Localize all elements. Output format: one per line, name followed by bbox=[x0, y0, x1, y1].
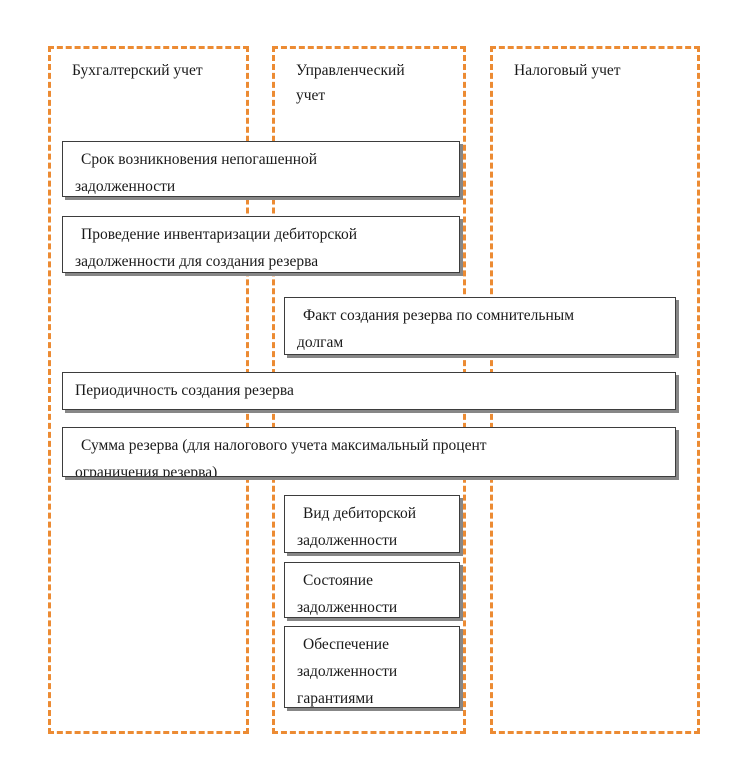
column-label-tax: Налоговый учет bbox=[514, 62, 621, 79]
node-box-summa-rezerva[interactable]: Сумма резерва (для налогового учета макс… bbox=[62, 427, 676, 477]
node-box-sostoyanie-zadolzhennosti[interactable]: Состояние задолженности bbox=[284, 562, 460, 618]
node-label: Срок возникновения непогашенной задолжен… bbox=[75, 151, 318, 195]
node-box-periodichnost-sozdaniya[interactable]: Периодичность создания резерва bbox=[62, 372, 676, 410]
node-label: Вид дебиторской задолженности bbox=[297, 505, 417, 549]
node-label: Сумма резерва (для налогового учета макс… bbox=[75, 437, 487, 477]
node-label: Периодичность создания резерва bbox=[75, 382, 294, 399]
node-box-obespechenie-garantiyami[interactable]: Обеспечение задолженности гарантиями bbox=[284, 626, 460, 708]
node-label: Проведение инвентаризации дебиторской за… bbox=[75, 226, 358, 270]
column-label-management: Управленческий учет bbox=[296, 62, 405, 104]
node-label: Факт создания резерва по сомнительным до… bbox=[297, 307, 575, 351]
column-label-accounting: Бухгалтерский учет bbox=[72, 62, 203, 79]
node-label: Состояние задолженности bbox=[297, 572, 398, 616]
node-box-srok-vozniknoveniya[interactable]: Срок возникновения непогашенной задолжен… bbox=[62, 141, 460, 197]
node-box-vid-debitorskoy-zadolzhennosti[interactable]: Вид дебиторской задолженности bbox=[284, 495, 460, 553]
node-label: Обеспечение задолженности гарантиями bbox=[297, 636, 398, 707]
node-box-provedenie-inventarizacii[interactable]: Проведение инвентаризации дебиторской за… bbox=[62, 216, 460, 273]
node-box-fakt-sozdaniya-rezerva[interactable]: Факт создания резерва по сомнительным до… bbox=[284, 297, 676, 355]
